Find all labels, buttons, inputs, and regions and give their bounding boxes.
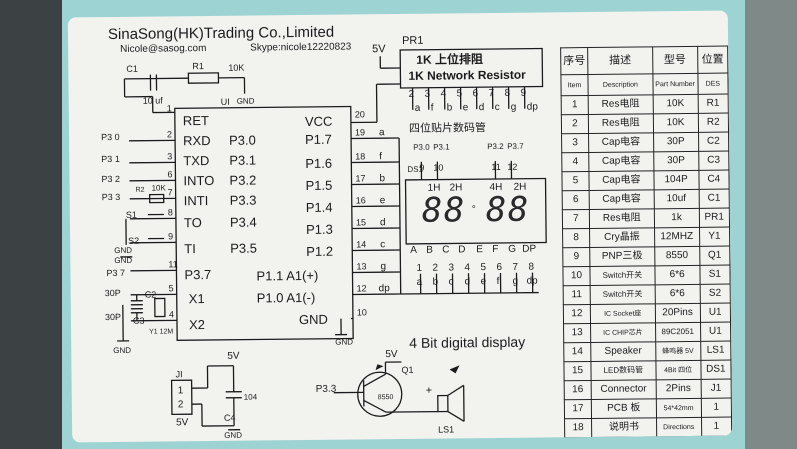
c2-label: C2: [144, 289, 157, 300]
c3-label: C3: [132, 315, 145, 326]
network-resistor-body: [399, 47, 544, 89]
s2-label: S2: [128, 235, 140, 246]
r1-value: 10K: [228, 62, 245, 73]
display-caption: 4 Bit digital display: [409, 333, 526, 351]
dark-background-left: [0, 0, 62, 449]
crystal-cap-30p-b: 30P: [104, 311, 121, 323]
r2-label: R2: [135, 186, 145, 194]
network-ref: PR1: [401, 34, 424, 47]
display-colon-dot: °: [471, 204, 476, 216]
bill-of-materials: 序号 描述 型号 位置 Item Description Part Number…: [560, 46, 732, 439]
jack-pin-2: 2: [177, 399, 184, 411]
c1-label: C1: [126, 63, 138, 74]
y1-label: Y1 12M: [149, 328, 174, 336]
switch-gnd-1: GND: [114, 245, 133, 255]
power-5v-input: 5V: [175, 417, 189, 429]
crystal-gnd: GND: [113, 345, 132, 356]
company-email: Nicole@sasog.com: [120, 43, 207, 55]
input-p32: P3 2: [101, 173, 121, 185]
company-name: SinaSong(HK)Trading Co.,Limited: [107, 23, 335, 44]
instruction-sheet: SinaSong(HK)Trading Co.,Limited Nicole@s…: [67, 10, 733, 443]
network-title-en: 1K Network Resistor: [408, 67, 526, 83]
buzzer-5v: 5V: [385, 349, 398, 361]
dark-background-right: [745, 0, 797, 449]
bom-header-row: 序号 描述 型号 位置: [560, 46, 728, 75]
schematic-wiring: [117, 47, 547, 431]
mcu-body: [174, 105, 354, 341]
input-p31: P3 1: [101, 153, 120, 165]
power-gnd: GND: [224, 430, 243, 440]
transistor-label: 8550: [377, 394, 394, 402]
switch-gnd-2: GND: [114, 255, 133, 265]
seven-segment-body: [404, 177, 547, 245]
input-p33: P3 3: [101, 191, 121, 203]
jack-label: JI: [175, 369, 183, 380]
mcu-gnd-label: GND: [335, 337, 354, 347]
buzzer-port: P3.3: [315, 383, 337, 395]
crystal-cap-30p-a: 30P: [104, 287, 121, 299]
jack-pin-1: 1: [177, 385, 184, 397]
c4-label: C4: [223, 412, 236, 423]
q1-label: Q1: [401, 364, 414, 375]
network-title-cn: 1K 上位排阻: [416, 52, 484, 67]
r1-label: R1: [192, 61, 204, 72]
u1-label: UI: [220, 96, 230, 107]
rc-gnd: GND: [236, 96, 255, 106]
power-5v: 5V: [227, 350, 240, 362]
company-skype: Skype:nicole12220823: [250, 41, 352, 54]
input-p30: P3 0: [100, 131, 120, 143]
buzzer-plus: +: [425, 384, 433, 397]
ls1-label: LS1: [438, 424, 455, 435]
r2-value: 10K: [151, 183, 166, 193]
display-title-cn: 四位贴片数码管: [408, 122, 487, 135]
network-vcc-label: 5V: [372, 43, 386, 56]
input-p37: P3 7: [106, 267, 126, 279]
s1-label: S1: [125, 209, 137, 220]
bom-subheader-row: Item Description Part Number DES: [560, 73, 729, 96]
c1-value: 10 uf: [142, 95, 163, 106]
c4-value: 104: [243, 392, 258, 402]
